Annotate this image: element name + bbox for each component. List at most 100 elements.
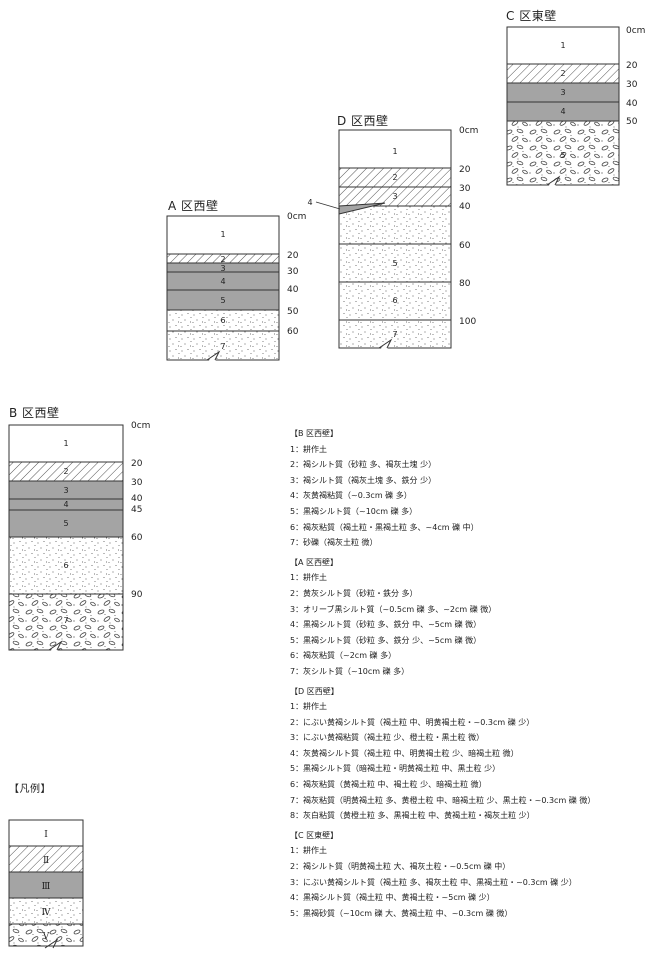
depth-marker: 30 bbox=[626, 80, 638, 90]
layer-number: 3： bbox=[290, 877, 304, 887]
description-header: 【D 区西壁】 bbox=[290, 686, 339, 696]
layer-number: 2： bbox=[290, 717, 304, 727]
layer-description: 耕作土 bbox=[303, 444, 327, 454]
depth-marker: 20 bbox=[131, 459, 143, 469]
layer-number: 4： bbox=[290, 491, 304, 501]
layer-description: 黄灰シルト質（砂粒・鉄分 多） bbox=[303, 588, 418, 598]
layer-description: にぶい黄褐シルト質（褐土粒 中、明黄褐土粒・~0.3cm 礫 少） bbox=[303, 717, 535, 727]
depth-marker: 40 bbox=[287, 285, 299, 295]
layer-1-band bbox=[8, 424, 124, 463]
torn-edge-line bbox=[378, 338, 393, 349]
legend-swatch-2 bbox=[8, 845, 84, 873]
torn-edge-line bbox=[48, 640, 63, 651]
description-line: 5：黒褐砂質（~10cm 礫 大、黄褐土粒 中、~0.3cm 礫 微） bbox=[290, 906, 595, 922]
description-header: 【A 区西壁】 bbox=[290, 557, 339, 567]
description-line: 6：褐灰粘質（褐土粒・黒褐土粒 多、~4cm 礫 中） bbox=[290, 520, 595, 536]
description-line: 1：耕作土 bbox=[290, 699, 595, 715]
layer-7-band bbox=[8, 593, 124, 651]
depth-marker: 20 bbox=[626, 61, 638, 71]
legend-swatch-4 bbox=[8, 897, 84, 925]
legend-torn-edge bbox=[44, 938, 59, 949]
description-line: 7：砂礫（褐灰土粒 微） bbox=[290, 535, 595, 551]
layer-5-band bbox=[506, 120, 620, 186]
description-line: 7：灰シルト質（~10cm 礫 多） bbox=[290, 664, 595, 680]
description-line: 4：灰黄褐粘質（~0.3cm 礫 多） bbox=[290, 488, 595, 504]
layer-number: 2： bbox=[290, 460, 304, 470]
torn-edge-line bbox=[546, 175, 561, 186]
description-line: 4：黒褐シルト質（砂粒 多、鉄分 中、~5cm 礫 微） bbox=[290, 617, 595, 633]
layer-5-band bbox=[338, 243, 452, 283]
layer-number: 4： bbox=[290, 748, 304, 758]
layer-number: 6： bbox=[290, 522, 304, 532]
legend-label-2: Ⅱ bbox=[43, 856, 49, 866]
legend-swatch-3 bbox=[8, 871, 84, 899]
description-line: 6：褐灰粘質（黄褐土粒 中、褐土粒 少、暗褐土粒 微） bbox=[290, 777, 595, 793]
legend-label-1: Ⅰ bbox=[44, 830, 48, 840]
layer-4-wedge bbox=[338, 202, 386, 215]
layer-3-label: 3 bbox=[63, 486, 68, 495]
depth-marker: 0cm bbox=[626, 26, 645, 36]
layer-7-label: 7 bbox=[392, 330, 397, 339]
layer-4-label: 4 bbox=[560, 107, 565, 116]
layer-4-band bbox=[338, 205, 452, 245]
layer-2-label: 2 bbox=[63, 467, 68, 476]
description-line: 2：褐シルト質（明黄褐土粒 大、褐灰土粒・~0.5cm 礫 中） bbox=[290, 859, 595, 875]
description-line: 8：灰白粘質（黄橙土粒 多、黒褐土粒 中、黄褐土粒・褐灰土粒 少） bbox=[290, 808, 595, 824]
section-d-title: D 区西壁 bbox=[337, 114, 389, 128]
layer-7-label: 7 bbox=[220, 342, 225, 351]
section-a-title: A 区西壁 bbox=[168, 199, 219, 213]
layer-number: 5： bbox=[290, 635, 304, 645]
layer-number: 3： bbox=[290, 604, 304, 614]
layer-5-label: 5 bbox=[63, 519, 68, 528]
description-line: 5：黒褐シルト質（砂粒 多、鉄分 少、~5cm 礫 微） bbox=[290, 633, 595, 649]
layer-5-band bbox=[8, 509, 124, 538]
layer-description: 耕作土 bbox=[303, 702, 327, 712]
layer-6-band bbox=[338, 281, 452, 321]
layer-description: 黒褐砂質（~10cm 礫 大、黄褐土粒 中、~0.3cm 礫 微） bbox=[303, 908, 513, 918]
legend-title: 【凡例】 bbox=[9, 784, 51, 795]
depth-marker: 50 bbox=[287, 307, 299, 317]
depth-marker: 0cm bbox=[459, 126, 478, 136]
layer-number: 7： bbox=[290, 666, 304, 676]
layer-6-label: 6 bbox=[220, 316, 225, 325]
description-line: 1：耕作土 bbox=[290, 442, 595, 458]
layer-number: 1： bbox=[290, 702, 304, 712]
layer-3-label: 3 bbox=[392, 192, 397, 201]
layer-6-band bbox=[8, 536, 124, 595]
layer-5-label: 5 bbox=[392, 259, 397, 268]
legend-label-5: Ⅴ bbox=[42, 932, 50, 942]
layer-1-band bbox=[506, 26, 620, 65]
description-line: 5：黒褐シルト質（~10cm 礫 多） bbox=[290, 504, 595, 520]
layer-number: 1： bbox=[290, 573, 304, 583]
layer-number: 1： bbox=[290, 444, 304, 454]
depth-marker: 40 bbox=[626, 99, 638, 109]
layer-number: 3： bbox=[290, 475, 304, 485]
layer-number: 1： bbox=[290, 846, 304, 856]
layer-description: 黒褐シルト質（~10cm 礫 多） bbox=[303, 506, 418, 516]
layer-description: 灰シルト質（~10cm 礫 多） bbox=[303, 666, 410, 676]
description-group: 【D 区西壁】 1：耕作土 2：にぶい黄褐シルト質（褐土粒 中、明黄褐土粒・~0.3… bbox=[290, 684, 595, 824]
depth-marker: 30 bbox=[459, 184, 471, 194]
layer-3-label: 3 bbox=[220, 264, 225, 273]
layer-1-label: 1 bbox=[220, 230, 225, 239]
layer-number: 2： bbox=[290, 588, 304, 598]
depth-marker: 50 bbox=[626, 117, 638, 127]
depth-marker: 0cm bbox=[287, 212, 306, 222]
description-line: 2：褐シルト質（砂粒 多、褐灰土塊 少） bbox=[290, 457, 595, 473]
depth-marker: 40 bbox=[131, 494, 143, 504]
layer-description: にぶい黄褐シルト質（褐土粒 多、褐灰土粒 中、黒褐土粒・~0.3cm 礫 少） bbox=[303, 877, 577, 887]
legend-swatch-1 bbox=[8, 819, 84, 847]
depth-marker: 30 bbox=[287, 267, 299, 277]
depth-marker: 45 bbox=[131, 505, 142, 515]
layer-description: 褐シルト質（砂粒 多、褐灰土塊 少） bbox=[303, 460, 437, 470]
layer-description: 褐灰粘質（褐土粒・黒褐土粒 多、~4cm 礫 中） bbox=[303, 522, 479, 532]
layer-description: 黒褐シルト質（砂粒 多、鉄分 中、~5cm 礫 微） bbox=[303, 620, 482, 630]
layer-number: 7： bbox=[290, 795, 304, 805]
layer-description: 褐灰粘質（黄褐土粒 中、褐土粒 少、暗褐土粒 微） bbox=[303, 780, 487, 790]
